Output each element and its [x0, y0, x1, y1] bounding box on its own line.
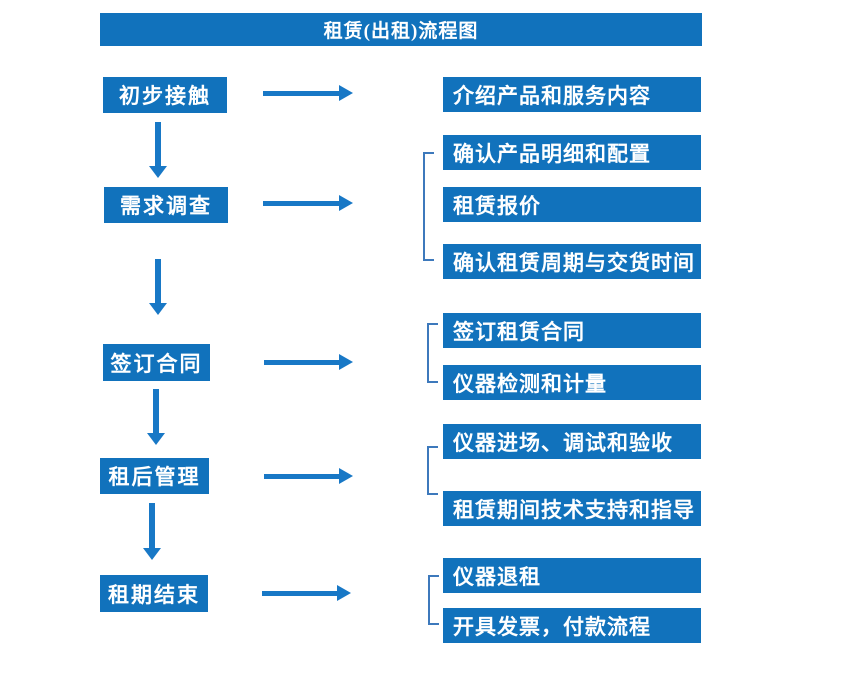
flowchart-title: 租赁(出租)流程图: [100, 13, 702, 46]
right-arrow-demand-survey: [263, 195, 353, 211]
detail-box-confirm-product-config: 确认产品明细和配置: [443, 135, 701, 170]
detail-box-invoice-payment: 开具发票，付款流程: [443, 608, 701, 643]
right-arrow-rental-end: [262, 585, 351, 601]
step-box-sign-contract: 签订合同: [103, 344, 210, 381]
right-arrow-post-rental: [264, 468, 353, 484]
arrow-shaft: [264, 473, 339, 479]
detail-box-instrument-setup-acceptance: 仪器进场、调试和验收: [443, 424, 701, 459]
arrow-head-icon: [339, 354, 353, 370]
detail-box-technical-support: 租赁期间技术支持和指导: [443, 491, 701, 526]
arrow-shaft: [262, 590, 337, 596]
arrow-head-icon: [149, 303, 167, 315]
detail-box-introduce-products: 介绍产品和服务内容: [443, 77, 701, 112]
step-box-post-rental-management: 租后管理: [100, 458, 209, 494]
arrow-head-icon: [337, 585, 351, 601]
arrow-shaft: [263, 90, 339, 96]
step-box-demand-survey: 需求调查: [104, 187, 228, 223]
group-bracket-demand-survey: [423, 152, 434, 261]
arrow-head-icon: [339, 85, 353, 101]
arrow-head-icon: [149, 166, 167, 178]
arrow-shaft: [263, 200, 339, 206]
group-bracket-rental-end: [428, 575, 439, 625]
step-box-initial-contact: 初步接触: [103, 77, 227, 113]
arrow-shaft: [155, 122, 161, 166]
arrow-head-icon: [147, 433, 165, 445]
down-arrow-1: [149, 122, 167, 178]
detail-box-confirm-period-delivery: 确认租赁周期与交货时间: [443, 244, 701, 279]
detail-box-sign-rental-contract: 签订租赁合同: [443, 313, 701, 348]
detail-box-instrument-return: 仪器退租: [443, 558, 701, 593]
group-bracket-sign-contract: [427, 323, 438, 383]
arrow-shaft: [149, 503, 155, 548]
down-arrow-2: [149, 259, 167, 315]
arrow-shaft: [155, 259, 161, 303]
detail-box-rental-quotation: 租赁报价: [443, 187, 701, 222]
right-arrow-initial-contact: [263, 85, 353, 101]
step-box-rental-end: 租期结束: [100, 575, 208, 612]
right-arrow-sign-contract: [264, 354, 353, 370]
arrow-head-icon: [339, 195, 353, 211]
detail-box-instrument-inspection: 仪器检测和计量: [443, 365, 701, 400]
down-arrow-4: [143, 503, 161, 560]
arrow-shaft: [153, 389, 159, 433]
arrow-shaft: [264, 359, 339, 365]
group-bracket-post-rental: [427, 446, 438, 495]
arrow-head-icon: [143, 548, 161, 560]
down-arrow-3: [147, 389, 165, 445]
arrow-head-icon: [339, 468, 353, 484]
